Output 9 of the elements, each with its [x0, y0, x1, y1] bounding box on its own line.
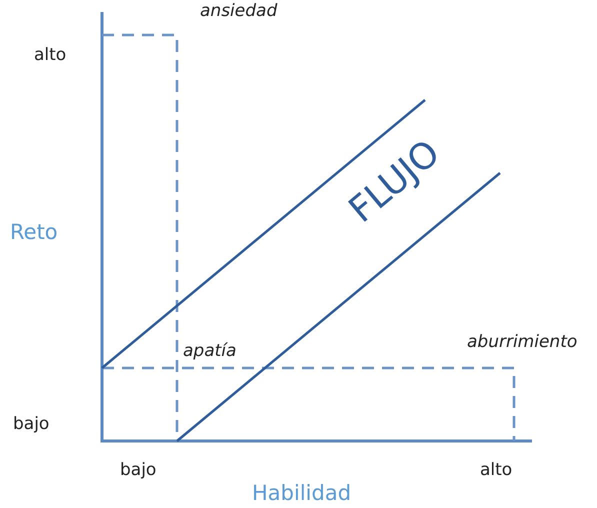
- axis-title: Reto: [10, 222, 58, 243]
- zone-label: aburrimiento: [467, 334, 578, 351]
- axis-tick-label: alto: [480, 462, 512, 479]
- axis-tick-label: alto: [34, 47, 66, 64]
- axis-tick-label: bajo: [120, 462, 156, 479]
- axis-tick-label: bajo: [13, 416, 50, 433]
- zone-label: ansiedad: [200, 3, 278, 20]
- zone-label: apatía: [183, 343, 236, 360]
- axis-title: Habilidad: [252, 483, 352, 504]
